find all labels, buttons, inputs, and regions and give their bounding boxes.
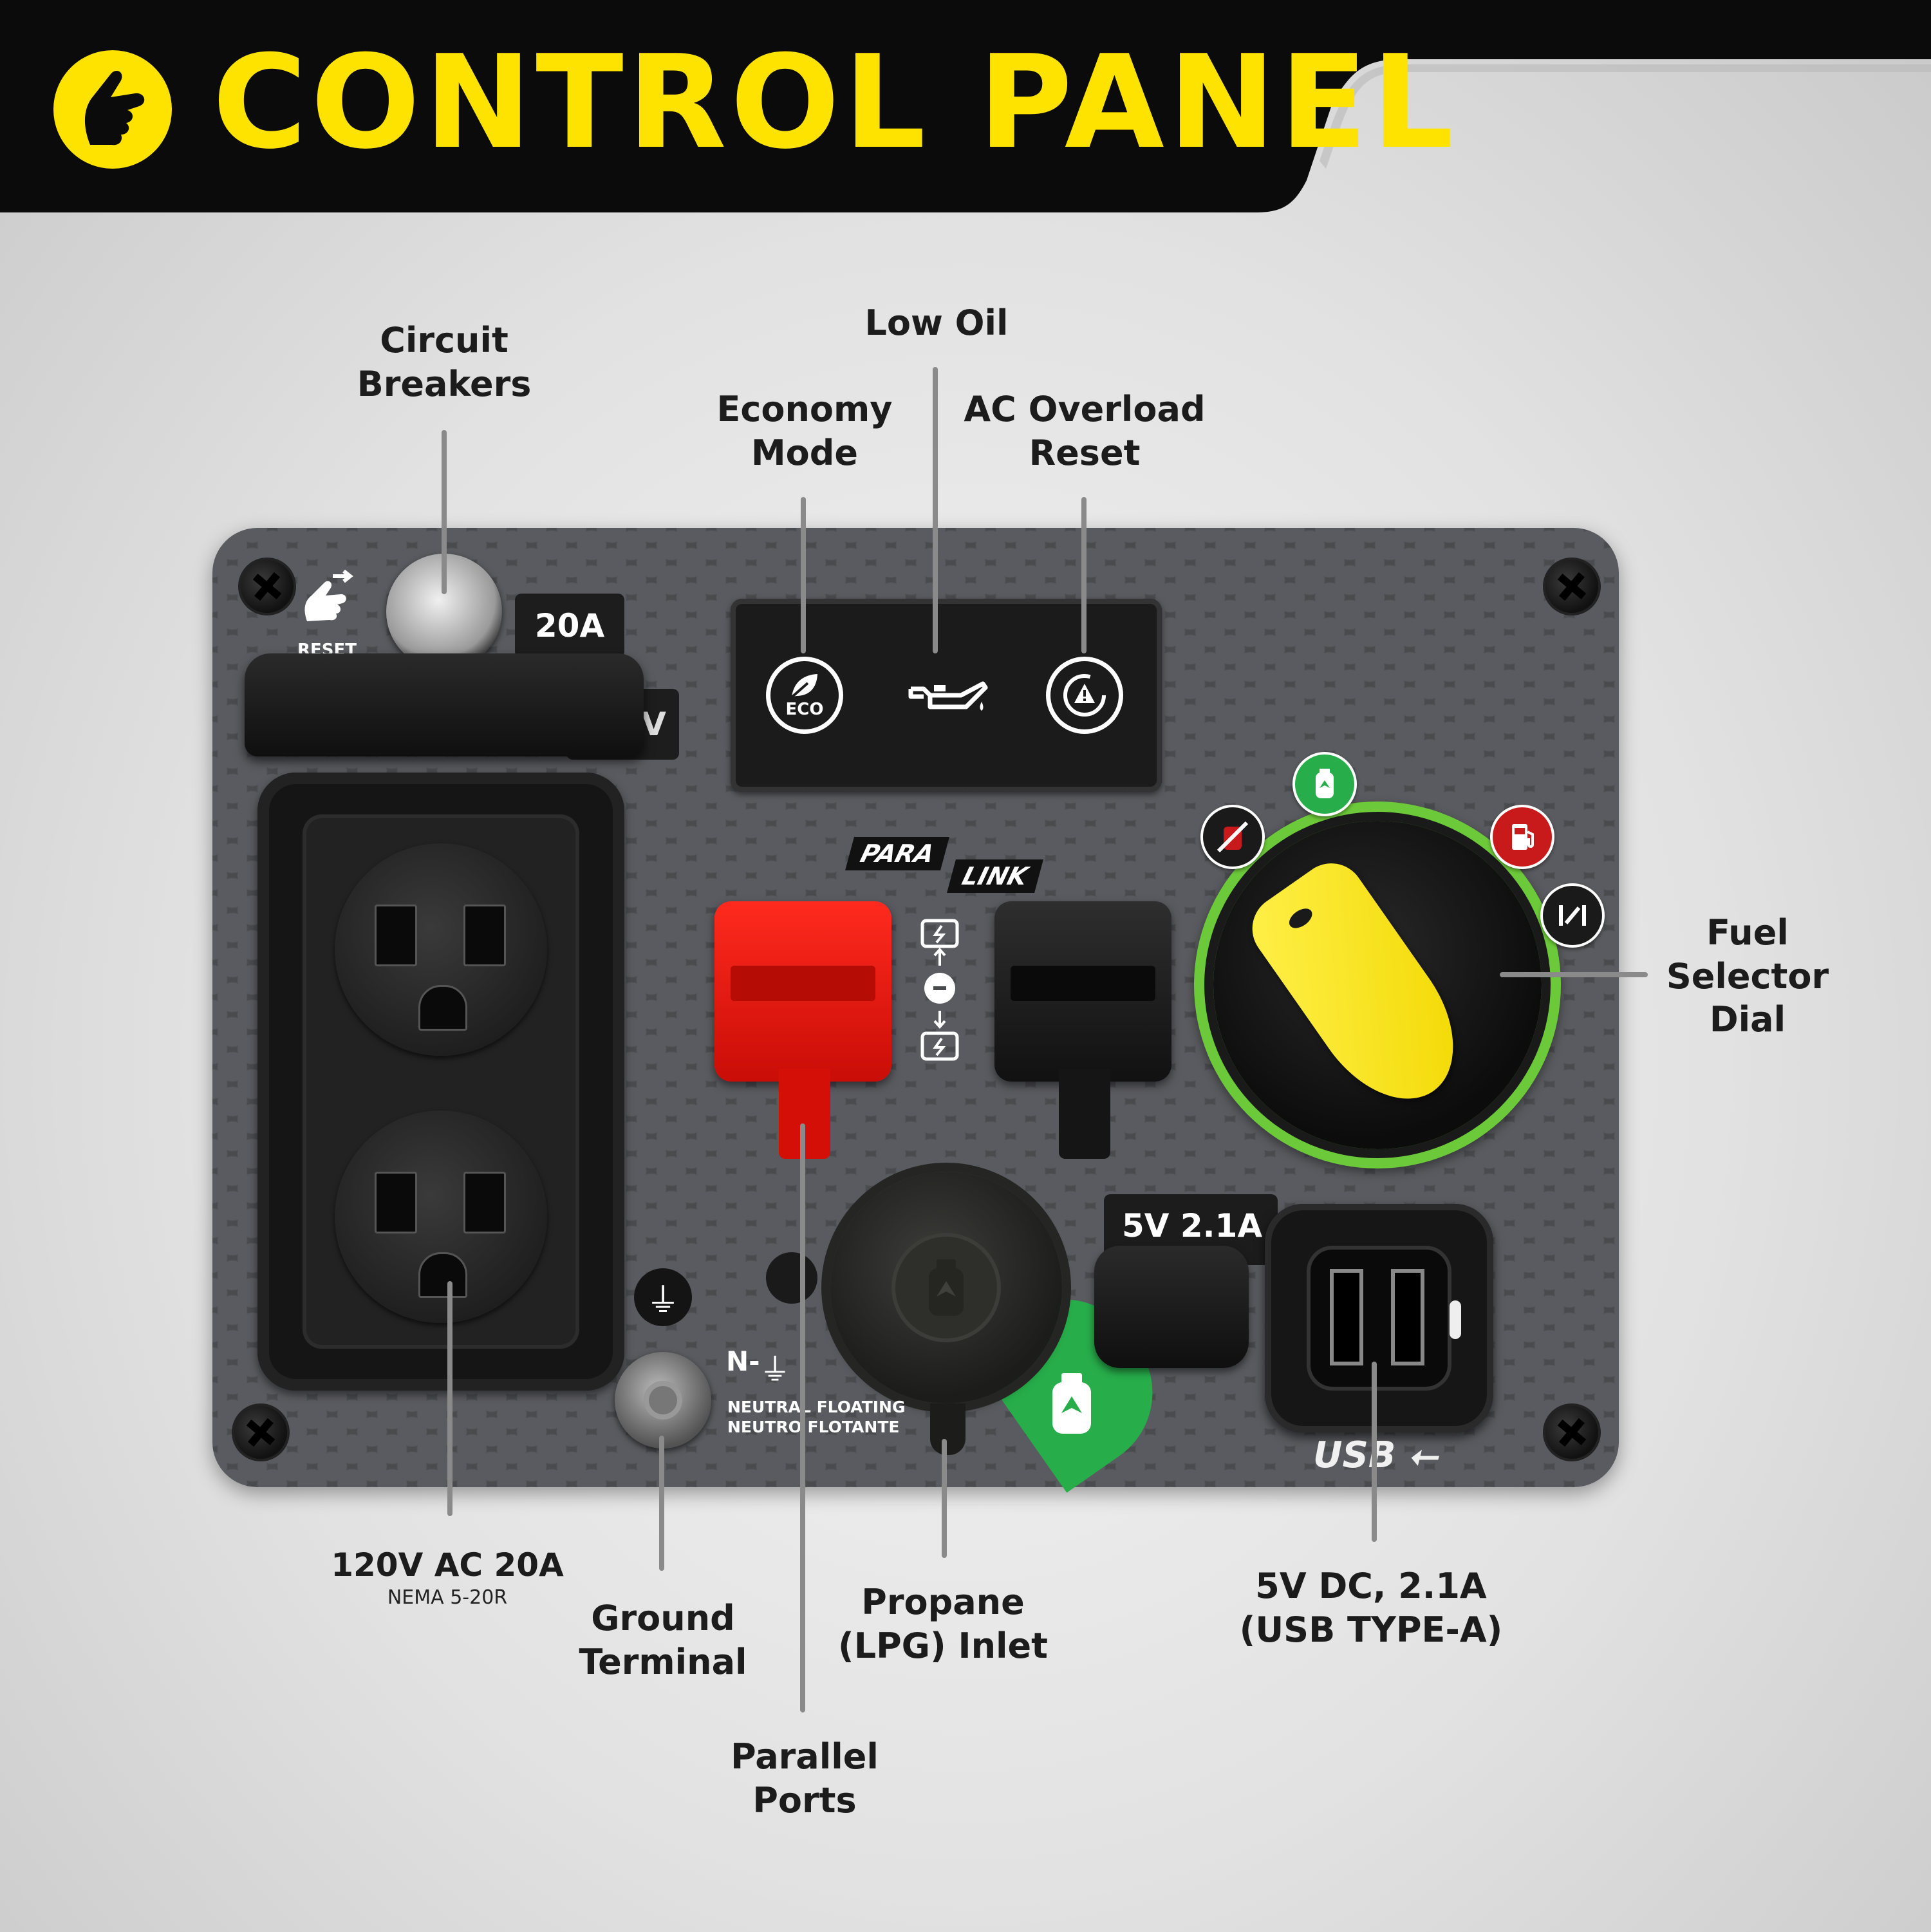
neutral-floating-text: NEUTRAL FLOATING NEUTRO FLOTANTE [727, 1397, 906, 1438]
label-propane-line2: (LPG) Inlet [838, 1625, 1048, 1666]
neutral-text-es: NEUTRO FLOTANTE [727, 1418, 900, 1437]
usb-cover-plug[interactable] [1094, 1246, 1249, 1368]
label-circuit-breakers-line2: Breakers [357, 363, 532, 404]
line-ac-overload [1081, 497, 1087, 653]
label-outlet-subtitle: NEMA 5-20R [387, 1586, 508, 1609]
label-fuel-selector-dial: Fuel Selector Dial [1648, 911, 1847, 1042]
ground-terminal[interactable] [615, 1352, 711, 1449]
label-propane-inlet: Propane (LPG) Inlet [830, 1580, 1056, 1667]
neutral-symbol: N- [726, 1346, 760, 1377]
panel-hole [766, 1252, 817, 1304]
usb-rating-text: 5V 2.1A [1122, 1207, 1263, 1244]
line-fuel-dial [1500, 972, 1648, 977]
label-ac-overload-line2: Reset [1029, 432, 1141, 473]
label-fuel-line1: Fuel [1706, 912, 1789, 953]
line-usb [1372, 1362, 1377, 1542]
gas-pump-icon [1490, 805, 1554, 869]
label-fuel-line2: Selector [1666, 955, 1829, 997]
label-ac-overload-line1: AC Overload [964, 389, 1206, 429]
label-economy-mode-line1: Economy [716, 389, 893, 429]
oil-can-icon [908, 681, 988, 711]
label-outlet: 120V AC 20A NEMA 5-20R [309, 1545, 586, 1609]
line-propane [942, 1439, 947, 1558]
label-circuit-breakers-line1: Circuit [380, 320, 508, 361]
outlet-cover-flap[interactable] [245, 653, 644, 756]
line-parallel [800, 1123, 805, 1712]
label-ac-overload-reset: AC Overload Reset [959, 388, 1210, 474]
usb-label: USB ⭠ [1313, 1434, 1437, 1477]
ac-overload-reset-button[interactable] [1046, 657, 1123, 734]
label-ground-line1: Ground [591, 1598, 735, 1638]
paralink-part2: LINK [947, 859, 1043, 893]
usb-port-receptacle [1307, 1246, 1451, 1391]
parallel-port-black-tab [1059, 1069, 1110, 1159]
label-economy-mode-line2: Mode [751, 432, 859, 473]
label-usb-line2: (USB TYPE-A) [1239, 1609, 1503, 1650]
neutral-text-en: NEUTRAL FLOATING [727, 1398, 906, 1416]
line-circuit-breakers [442, 430, 447, 594]
economy-mode-switch[interactable]: ECO [766, 657, 843, 734]
usb-label-text: USB [1313, 1434, 1396, 1476]
header-bar [0, 0, 1931, 212]
receptacle-top[interactable] [335, 843, 547, 1056]
overload-reset-icon [1063, 674, 1106, 717]
screw-bottom-right [1543, 1403, 1601, 1461]
label-usb-line1: 5V DC, 2.1A [1255, 1566, 1487, 1606]
lpg-tank-icon [1052, 1373, 1091, 1434]
propane-inlet-cap[interactable] [891, 1233, 1001, 1342]
label-parallel-line1: Parallel [731, 1736, 879, 1777]
screw-bottom-left [232, 1403, 290, 1461]
parallel-link-icon [920, 919, 959, 1061]
paralink-part1: PARA [845, 837, 950, 870]
label-low-oil: Low Oil [864, 303, 1009, 343]
parallel-port-red[interactable] [714, 901, 891, 1082]
label-outlet-title: 120V AC 20A [331, 1546, 564, 1584]
usb-symbol-icon: ⭠ [1395, 1434, 1437, 1476]
label-ground-line2: Terminal [579, 1641, 747, 1682]
propane-inlet-tether [930, 1403, 966, 1455]
label-economy-mode: Economy Mode [702, 388, 908, 474]
receptacle-bottom[interactable] [335, 1111, 547, 1323]
hand-pointer-icon [53, 50, 172, 169]
fuel-off-icon [1540, 883, 1605, 948]
leaf-icon [790, 674, 817, 699]
label-parallel-line2: Ports [752, 1779, 857, 1821]
label-usb: 5V DC, 2.1A (USB TYPE-A) [1236, 1564, 1506, 1651]
label-circuit-breakers: Circuit Breakers [348, 319, 541, 406]
reset-hand-icon [304, 570, 353, 621]
ground-icon: ⏚ [634, 1268, 692, 1326]
no-fuel-icon [1200, 805, 1265, 869]
label-parallel-ports: Parallel Ports [708, 1735, 901, 1822]
usb-port-1[interactable] [1330, 1269, 1363, 1365]
label-propane-line1: Propane [861, 1582, 1025, 1622]
page-title: CONTROL PANEL [212, 28, 1458, 178]
eco-label: ECO [785, 700, 824, 719]
usb-port-2[interactable] [1391, 1269, 1424, 1365]
screw-top-right [1543, 558, 1601, 615]
line-economy-mode [801, 497, 806, 653]
line-low-oil [933, 367, 938, 653]
label-fuel-line3: Dial [1709, 999, 1786, 1040]
neutral-ground-icon: ⏚ [760, 1352, 791, 1388]
usb-indicator-light [1450, 1300, 1461, 1339]
breaker-rating-chip: 20A [515, 594, 624, 658]
propane-tank-icon [929, 1259, 964, 1316]
line-ground [659, 1436, 664, 1571]
propane-tank-icon [1292, 752, 1357, 816]
label-ground-terminal: Ground Terminal [566, 1597, 760, 1683]
parallel-port-black[interactable] [994, 901, 1171, 1082]
screw-top-left [238, 558, 296, 615]
line-outlet [447, 1281, 452, 1516]
